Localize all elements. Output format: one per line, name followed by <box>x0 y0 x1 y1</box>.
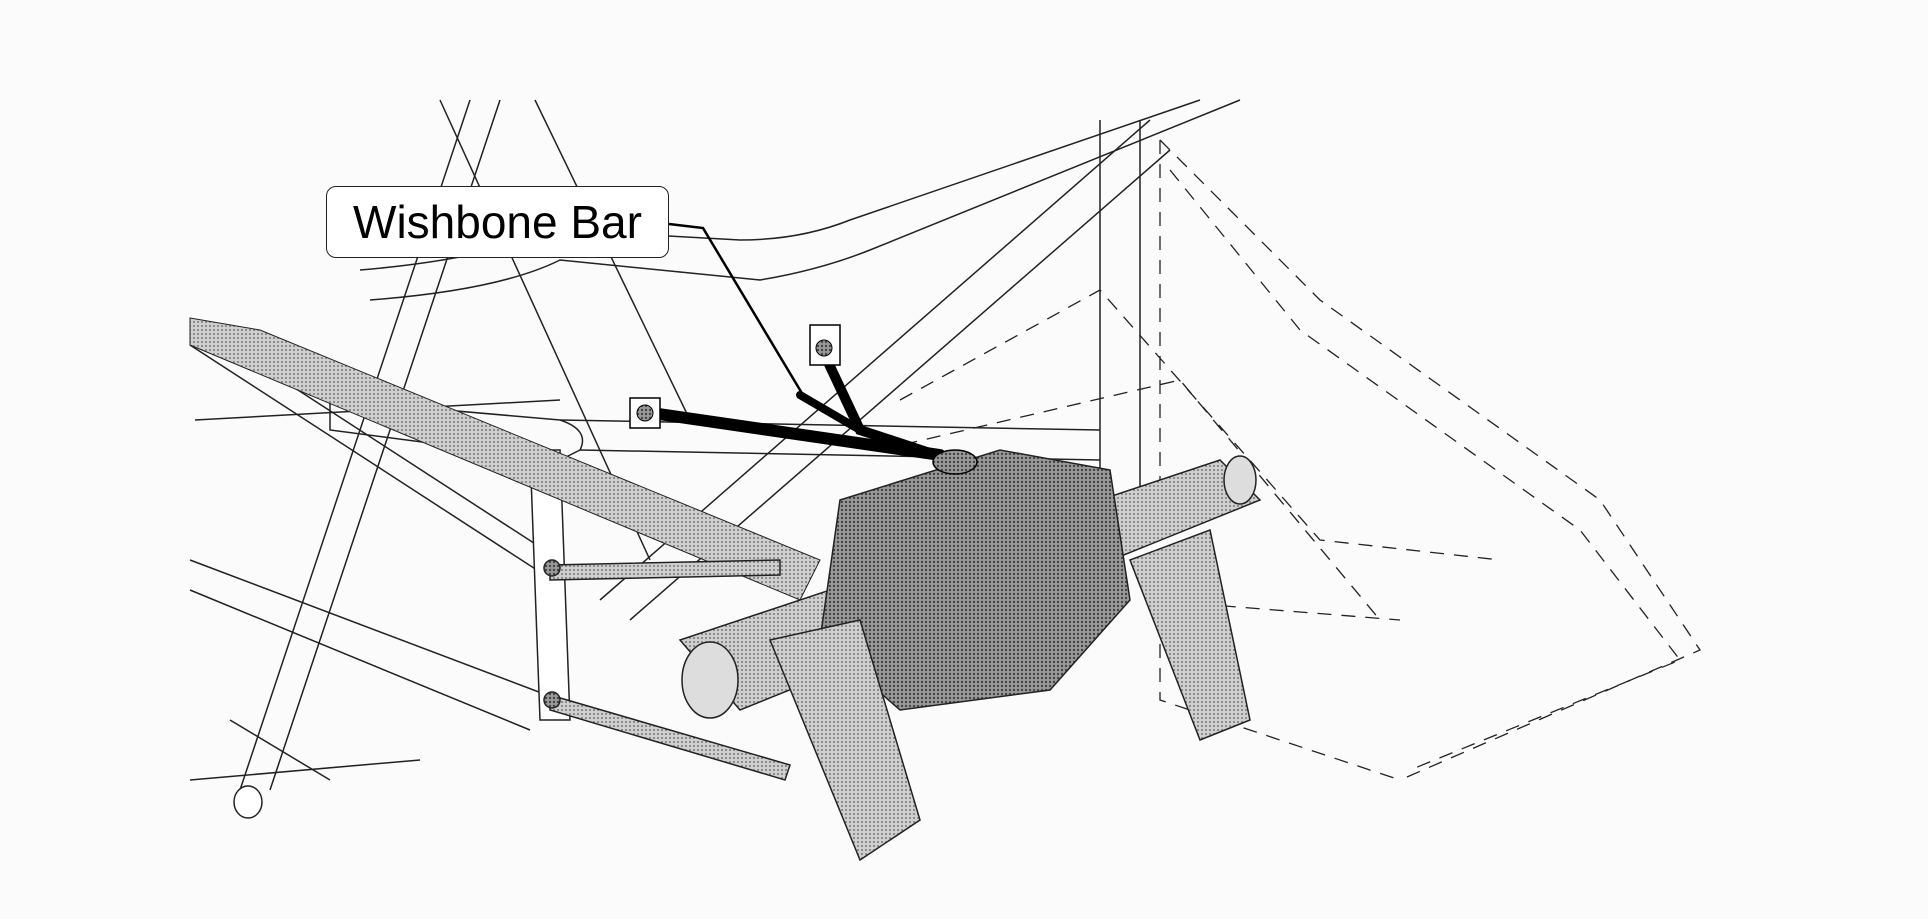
callout-leader-line <box>668 222 808 401</box>
wishbone-bar-callout-label: Wishbone Bar <box>326 186 669 258</box>
trailing-links <box>543 559 791 781</box>
wing-outline-dashed <box>879 139 1701 781</box>
leaf-spring <box>189 317 821 601</box>
axle-housing <box>678 449 1262 862</box>
wishbone-bar <box>629 324 978 475</box>
